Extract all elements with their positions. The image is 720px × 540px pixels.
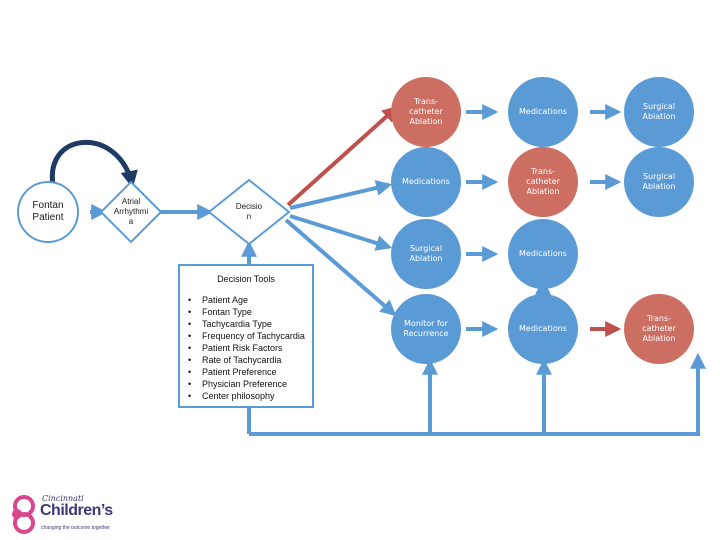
cincinnati-childrens-logo: Cincinnati Children’s changing the outco… <box>8 492 128 536</box>
atrial-arrhythmia-label: Atrial Arrhythmi a <box>113 197 149 226</box>
arrow-decision-to-r4 <box>284 218 397 317</box>
logo-brand: Children’s <box>40 502 113 519</box>
decision-tools-list: Patient Age Fontan Type Tachycardia Type… <box>188 294 305 402</box>
list-item: Tachycardia Type <box>188 318 305 330</box>
r1-c2-label: Medications <box>519 107 567 116</box>
r2-c1-shape <box>391 147 461 217</box>
r2-c2-shape <box>508 147 578 217</box>
r4-c2-shape <box>508 294 578 364</box>
list-item: Physician Preference <box>188 378 305 390</box>
r1-c1-label: Trans- catheter Ablation <box>409 97 443 126</box>
decision-tools-box: Decision Tools Patient Age Fontan Type T… <box>178 264 314 408</box>
list-item: Patient Preference <box>188 366 305 378</box>
r3-c2-label: Medications <box>519 249 567 258</box>
arrow-decision-to-r3 <box>289 214 393 251</box>
arrow-decision-to-r2 <box>289 180 393 210</box>
decision-label: Decisio n <box>235 202 263 221</box>
logo-city: Cincinnati <box>42 494 84 503</box>
logo-tagline: changing the outcome together <box>41 525 110 531</box>
r4-c1-shape <box>391 294 461 364</box>
arrow-decision-to-r1 <box>286 105 399 207</box>
list-item: Center philosophy <box>188 390 305 402</box>
r3-c1-label: Surgical Ablation <box>409 244 443 263</box>
list-item: Fontan Type <box>188 306 305 318</box>
loop-arrow <box>49 139 138 191</box>
logo-mark-icon <box>12 495 35 534</box>
list-item: Patient Risk Factors <box>188 342 305 354</box>
r1-c1-shape <box>391 77 461 147</box>
r4-c3-shape <box>624 294 694 364</box>
feedback-line <box>249 362 700 436</box>
r1-c3-shape <box>624 77 694 147</box>
r1-c3-label: Surgical Ablation <box>642 102 676 121</box>
r2-c3-label: Surgical Ablation <box>642 172 676 191</box>
list-item: Frequency of Tachycardia <box>188 330 305 342</box>
r2-c1-label: Medications <box>402 177 450 186</box>
r1-c2-shape <box>508 77 578 147</box>
list-item: Rate of Tachycardia <box>188 354 305 366</box>
r4-c1-label: Monitor for Recurrence <box>403 319 449 338</box>
r2-c2-label: Trans- catheter Ablation <box>526 167 560 196</box>
r3-c2-shape <box>508 219 578 289</box>
fontan-patient-label: Fontan Patient <box>32 199 64 224</box>
list-item: Patient Age <box>188 294 305 306</box>
r2-c3-shape <box>624 147 694 217</box>
r4-c3-label: Trans- catheter Ablation <box>642 314 676 343</box>
decision-tools-title: Decision Tools <box>217 274 275 284</box>
atrial-arrhythmia-shape <box>99 180 163 244</box>
r3-c1-shape <box>391 219 461 289</box>
fontan-patient-shape <box>17 181 79 243</box>
r4-c2-label: Medications <box>519 324 567 333</box>
